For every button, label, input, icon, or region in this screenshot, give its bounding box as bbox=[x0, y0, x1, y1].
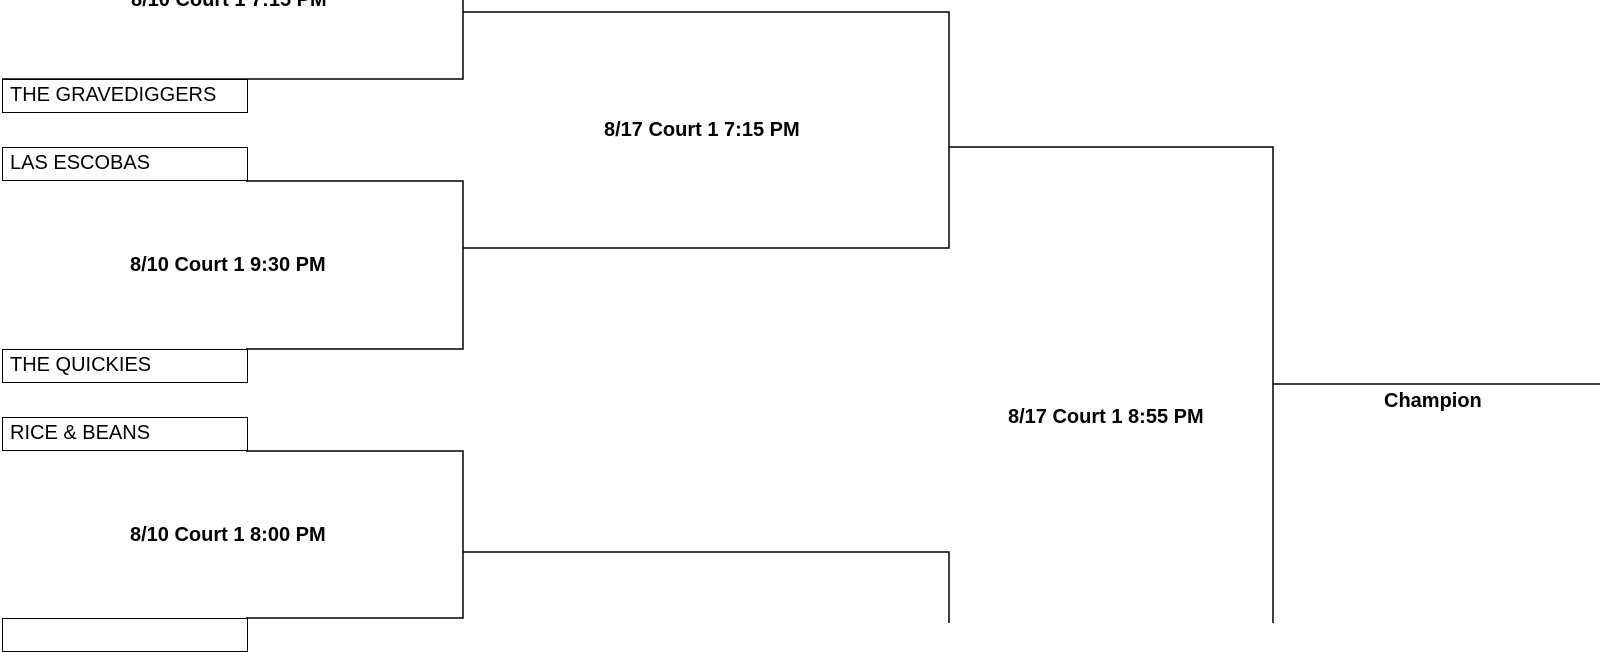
bracket-connector-r2-g1 bbox=[463, 11, 950, 249]
team-slot-the-gravediggers: THE GRAVEDIGGERS bbox=[2, 79, 248, 113]
bracket-connector-r1-g4 bbox=[246, 450, 464, 619]
game-label-final: 8/17 Court 1 8:55 PM bbox=[1008, 406, 1204, 428]
team-slot-las-escobas: LAS ESCOBAS bbox=[2, 147, 248, 181]
bracket-lines bbox=[2, 0, 1600, 623]
team-slot-the-quickies: THE QUICKIES bbox=[2, 349, 248, 383]
bracket-connector-r2-g2 bbox=[463, 551, 950, 623]
bracket-connector-r1-g3 bbox=[246, 180, 464, 350]
game-label-r1-g3: 8/10 Court 1 9:30 PM bbox=[130, 254, 326, 276]
champion-label: Champion bbox=[1384, 390, 1482, 412]
team-slot-r1-g4-b bbox=[2, 618, 248, 652]
game-label-r1-g4: 8/10 Court 1 8:00 PM bbox=[130, 524, 326, 546]
game-label-r2-top: 8/17 Court 1 7:15 PM bbox=[604, 119, 800, 141]
bracket-connector-final bbox=[949, 146, 1274, 623]
team-slot-rice-and-beans: RICE & BEANS bbox=[2, 417, 248, 451]
game-label-r1-top: 8/10 Court 1 7:15 PM bbox=[131, 0, 327, 11]
